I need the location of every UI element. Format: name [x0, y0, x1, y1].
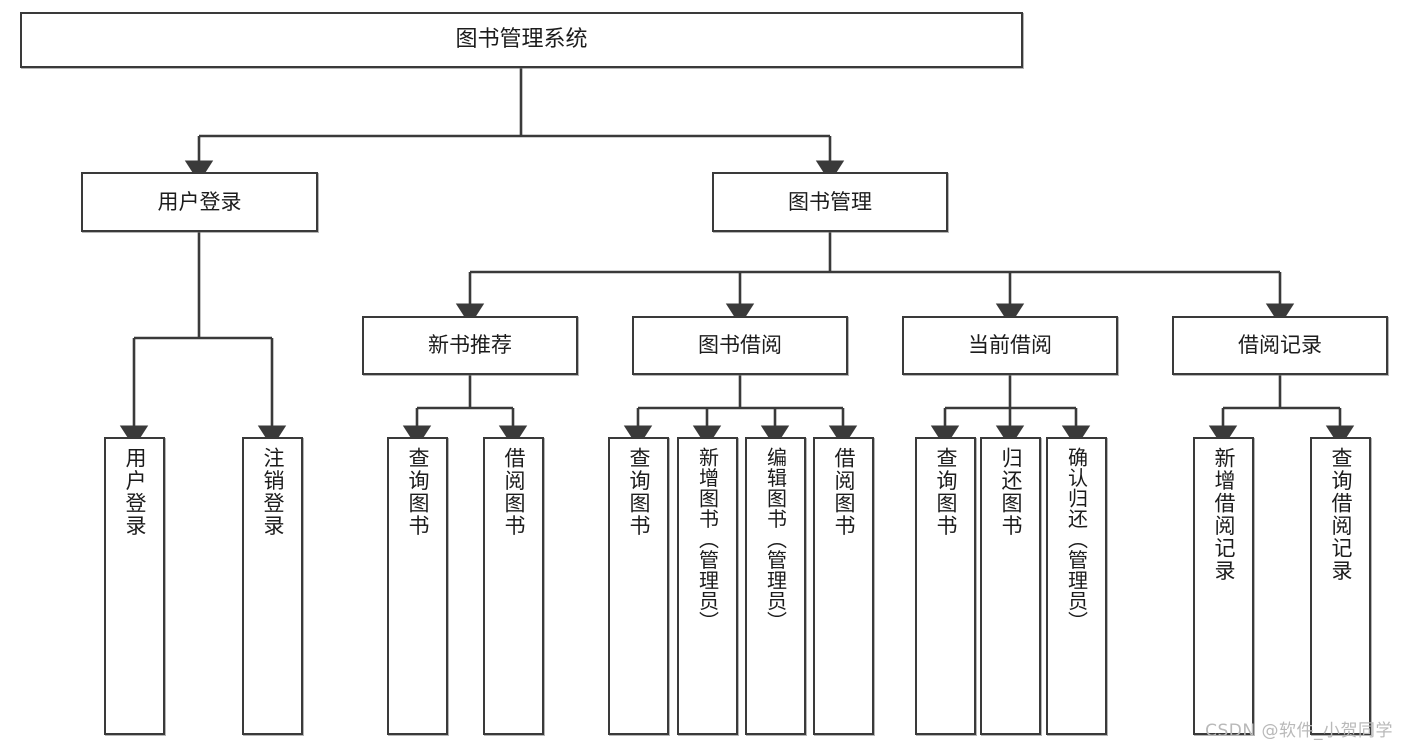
node-label: 借阅图书	[502, 447, 526, 537]
node-label: 图书管理	[788, 189, 872, 214]
node-label: 注销登录	[261, 447, 285, 537]
node-label: 用户登录	[123, 447, 147, 537]
leaf-query-book-borrow[interactable]: 查询图书	[608, 437, 669, 735]
node-label: 归还图书	[999, 447, 1023, 537]
leaf-return-book[interactable]: 归还图书	[980, 437, 1041, 735]
leaf-confirm-return-admin[interactable]: 确认归还（管理员）	[1046, 437, 1107, 735]
node-label: 新增借阅记录	[1212, 447, 1236, 582]
leaf-add-borrow-record[interactable]: 新增借阅记录	[1193, 437, 1254, 735]
leaf-query-book-recommend[interactable]: 查询图书	[387, 437, 448, 735]
node-label: 确认归还（管理员）	[1064, 447, 1089, 632]
leaf-query-borrow-record[interactable]: 查询借阅记录	[1310, 437, 1371, 735]
leaf-borrow-book[interactable]: 借阅图书	[813, 437, 874, 735]
node-label: 图书借阅	[698, 333, 782, 358]
leaf-add-book-admin[interactable]: 新增图书（管理员）	[677, 437, 738, 735]
watermark-text: CSDN @软件_小贺同学	[1205, 721, 1393, 741]
node-user-login[interactable]: 用户登录	[81, 172, 318, 232]
node-book-management[interactable]: 图书管理	[712, 172, 948, 232]
node-label: 借阅记录	[1238, 333, 1322, 358]
node-new-book-recommend[interactable]: 新书推荐	[362, 316, 578, 375]
leaf-edit-book-admin[interactable]: 编辑图书（管理员）	[745, 437, 806, 735]
leaf-logout[interactable]: 注销登录	[242, 437, 303, 735]
node-label: 查询借阅记录	[1329, 447, 1353, 582]
node-label: 当前借阅	[968, 333, 1052, 358]
leaf-query-book-current[interactable]: 查询图书	[915, 437, 976, 735]
leaf-user-login[interactable]: 用户登录	[104, 437, 165, 735]
node-label: 新书推荐	[428, 333, 512, 358]
node-label: 查询图书	[406, 447, 430, 537]
node-root-system[interactable]: 图书管理系统	[20, 12, 1023, 68]
node-current-borrow[interactable]: 当前借阅	[902, 316, 1118, 375]
node-label: 用户登录	[157, 189, 242, 214]
node-label: 图书管理系统	[455, 27, 588, 53]
node-label: 借阅图书	[832, 447, 856, 537]
node-label: 编辑图书（管理员）	[763, 447, 788, 632]
node-borrow-record[interactable]: 借阅记录	[1172, 316, 1388, 375]
leaf-borrow-book-recommend[interactable]: 借阅图书	[483, 437, 544, 735]
node-label: 查询图书	[934, 447, 958, 537]
node-label: 新增图书（管理员）	[695, 447, 720, 632]
node-book-borrow[interactable]: 图书借阅	[632, 316, 848, 375]
node-label: 查询图书	[627, 447, 651, 537]
